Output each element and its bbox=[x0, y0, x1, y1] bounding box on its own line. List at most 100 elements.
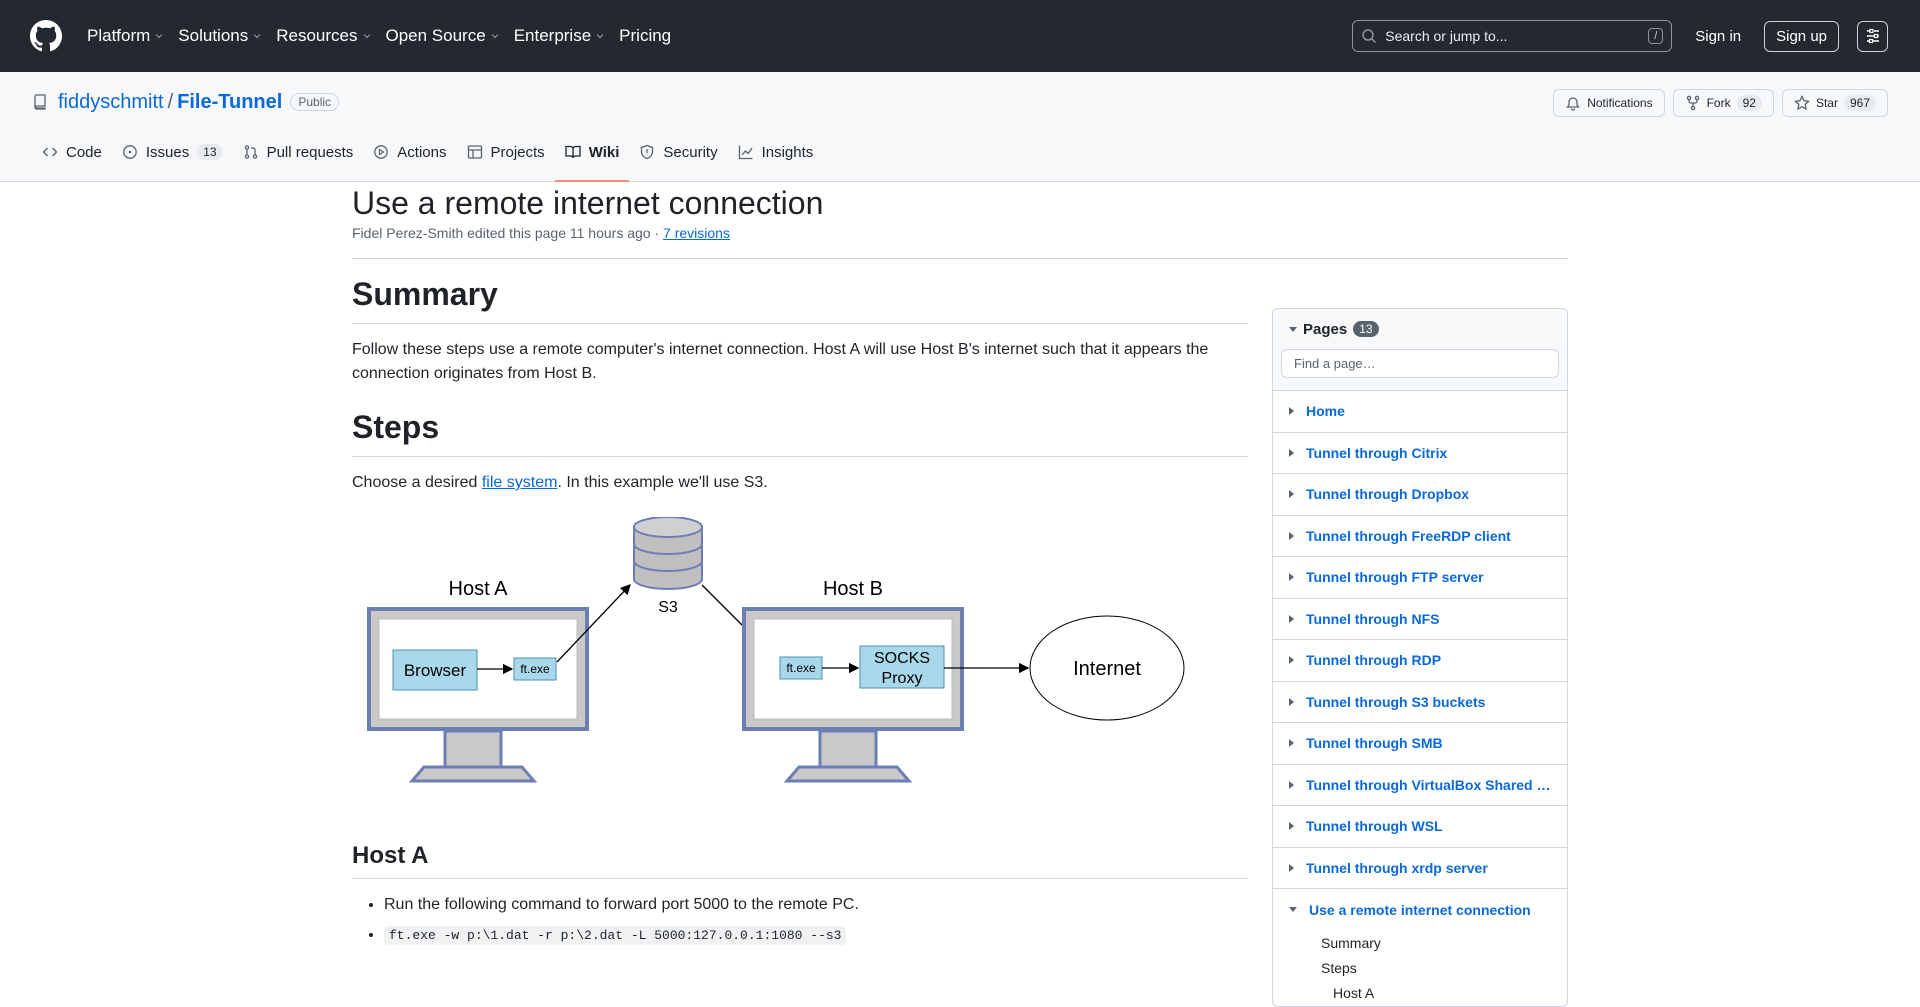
tab-pull-requests[interactable]: Pull requests bbox=[233, 128, 364, 176]
fork-button[interactable]: Fork 92 bbox=[1672, 89, 1774, 117]
steps-text: Choose a desired file system. In this ex… bbox=[352, 471, 1248, 495]
caret-right-icon bbox=[1289, 573, 1294, 582]
code-icon bbox=[42, 147, 58, 157]
ft-a-label: ft.exe bbox=[520, 662, 550, 676]
sidebar-subitem-summary[interactable]: Summary bbox=[1321, 935, 1381, 951]
repo-owner-link[interactable]: fiddyschmitt bbox=[58, 90, 164, 113]
summary-text: Follow these steps use a remote computer… bbox=[352, 341, 1209, 382]
revisions-link[interactable]: 7 revisions bbox=[663, 225, 730, 241]
sidebar-item-label: Tunnel through FTP server bbox=[1306, 569, 1484, 586]
host-a-command: ft.exe -w p:\1.dat -r p:\2.dat -L 5000:1… bbox=[384, 926, 847, 945]
sidebar-item-dropbox[interactable]: Tunnel through Dropbox bbox=[1273, 474, 1567, 516]
sidebar-item-label: Tunnel through RDP bbox=[1306, 652, 1442, 669]
edit-info: Fidel Perez-Smith edited this page 11 ho… bbox=[352, 225, 664, 241]
find-page-input[interactable]: Find a page… bbox=[1281, 349, 1559, 378]
tab-actions-label: Actions bbox=[397, 143, 447, 161]
sidebar-item-freerdp[interactable]: Tunnel through FreeRDP client bbox=[1273, 516, 1567, 557]
nav-platform-label: Platform bbox=[87, 26, 151, 45]
chevron-down-icon bbox=[253, 34, 261, 39]
search-icon bbox=[1362, 29, 1377, 44]
notifications-button[interactable]: Notifications bbox=[1553, 89, 1665, 117]
file-system-link[interactable]: file system bbox=[481, 474, 558, 491]
repo-header: fiddyschmitt / File-Tunnel Public Notifi… bbox=[0, 72, 1920, 182]
tab-insights[interactable]: Insights bbox=[728, 128, 824, 176]
tab-security[interactable]: Security bbox=[629, 128, 727, 176]
fork-icon bbox=[1686, 95, 1699, 111]
pages-count: 13 bbox=[1353, 321, 1379, 337]
caret-right-icon bbox=[1289, 656, 1294, 665]
tab-projects[interactable]: Projects bbox=[457, 128, 555, 176]
sidebar-item-current[interactable]: Use a remote internet connection bbox=[1273, 889, 1567, 931]
repo-name-link[interactable]: File-Tunnel bbox=[177, 90, 283, 113]
sign-in-link[interactable]: Sign in bbox=[1695, 27, 1742, 45]
page-title: Use a remote internet connection bbox=[352, 185, 824, 221]
sidebar-subitem-host-a[interactable]: Host A bbox=[1333, 985, 1375, 1001]
pages-toggle[interactable]: Pages 13 bbox=[1289, 319, 1559, 339]
top-navbar: Platform Solutions Resources Open Source… bbox=[0, 0, 1920, 72]
nav-pricing[interactable]: Pricing bbox=[619, 26, 671, 46]
sidebar-item-wsl[interactable]: Tunnel through WSL bbox=[1273, 806, 1567, 848]
issues-count: 13 bbox=[197, 144, 223, 160]
caret-right-icon bbox=[1289, 780, 1294, 789]
proxy-label: Proxy bbox=[882, 670, 923, 687]
star-icon bbox=[1794, 95, 1810, 111]
tab-code[interactable]: Code bbox=[32, 128, 112, 176]
nav-pricing-label: Pricing bbox=[619, 26, 672, 45]
chevron-down-icon bbox=[491, 34, 499, 39]
tab-wiki[interactable]: Wiki bbox=[554, 128, 630, 182]
page-meta: Fidel Perez-Smith edited this page 11 ho… bbox=[352, 225, 1568, 259]
graph-icon bbox=[738, 145, 753, 160]
chevron-down-icon bbox=[596, 34, 604, 39]
sidebar-subitem-steps[interactable]: Steps bbox=[1321, 960, 1357, 976]
sidebar-item-nfs[interactable]: Tunnel through NFS bbox=[1273, 599, 1567, 640]
nav-platform[interactable]: Platform bbox=[87, 26, 164, 46]
sidebar-item-label: Tunnel through Dropbox bbox=[1306, 486, 1470, 503]
chevron-down-icon bbox=[155, 34, 163, 39]
search-shortcut-key: / bbox=[1648, 28, 1664, 44]
fork-label: Fork bbox=[1706, 96, 1731, 110]
repo-title: fiddyschmitt / File-Tunnel Public bbox=[32, 72, 340, 132]
tab-actions[interactable]: Actions bbox=[363, 128, 456, 176]
sidebar-item-smb[interactable]: Tunnel through SMB bbox=[1273, 723, 1567, 765]
host-a-step-1: Run the following command to forward por… bbox=[384, 893, 1248, 917]
issue-icon bbox=[123, 145, 137, 159]
sidebar-item-label: Home bbox=[1306, 403, 1345, 420]
nav-enterprise[interactable]: Enterprise bbox=[514, 26, 605, 46]
steps-text-1: Choose a desired bbox=[352, 474, 482, 491]
sign-up-button[interactable]: Sign up bbox=[1764, 20, 1839, 52]
tab-issues[interactable]: Issues 13 bbox=[112, 128, 233, 176]
settings-menu-button[interactable] bbox=[1857, 20, 1888, 52]
search-input[interactable]: Search or jump to... / bbox=[1352, 20, 1673, 52]
caret-right-icon bbox=[1289, 531, 1294, 540]
host-a-monitor bbox=[367, 607, 589, 783]
play-circle-icon bbox=[374, 145, 389, 159]
caret-right-icon bbox=[1289, 490, 1294, 499]
sidebar-item-s3[interactable]: Tunnel through S3 buckets bbox=[1273, 682, 1567, 723]
github-logo-icon[interactable] bbox=[30, 20, 62, 52]
sidebar-item-home[interactable]: Home bbox=[1273, 391, 1567, 433]
star-label: Star bbox=[1815, 96, 1838, 110]
repo-icon bbox=[34, 94, 46, 110]
nav-resources[interactable]: Resources bbox=[276, 26, 371, 46]
sidebar-item-xrdp[interactable]: Tunnel through xrdp server bbox=[1273, 848, 1567, 889]
nav-solutions[interactable]: Solutions bbox=[178, 26, 262, 46]
tab-projects-label: Projects bbox=[490, 143, 545, 161]
sidebar-item-virtualbox[interactable]: Tunnel through VirtualBox Shared Folders bbox=[1273, 765, 1567, 806]
caret-right-icon bbox=[1289, 614, 1294, 623]
notifications-label: Notifications bbox=[1587, 96, 1653, 110]
sidebar-item-ftp[interactable]: Tunnel through FTP server bbox=[1273, 557, 1567, 599]
steps-text-2: . In this example we'll use S3. bbox=[557, 474, 768, 491]
pages-title: Pages bbox=[1303, 320, 1348, 338]
host-a-label: Host A bbox=[449, 578, 509, 600]
sidebar-item-label: Tunnel through NFS bbox=[1306, 610, 1440, 627]
nav-enterprise-label: Enterprise bbox=[513, 26, 592, 45]
sidebar-item-citrix[interactable]: Tunnel through Citrix bbox=[1273, 433, 1567, 474]
caret-right-icon bbox=[1289, 863, 1294, 872]
socks-proxy-box bbox=[859, 645, 945, 689]
caret-right-icon bbox=[1289, 448, 1294, 457]
sidebar-item-rdp[interactable]: Tunnel through RDP bbox=[1273, 640, 1567, 682]
chevron-down-icon bbox=[363, 34, 370, 39]
star-button[interactable]: Star 967 bbox=[1781, 89, 1888, 117]
nav-open-source[interactable]: Open Source bbox=[386, 26, 500, 46]
host-a-steps: Run the following command to forward por… bbox=[384, 893, 1248, 948]
